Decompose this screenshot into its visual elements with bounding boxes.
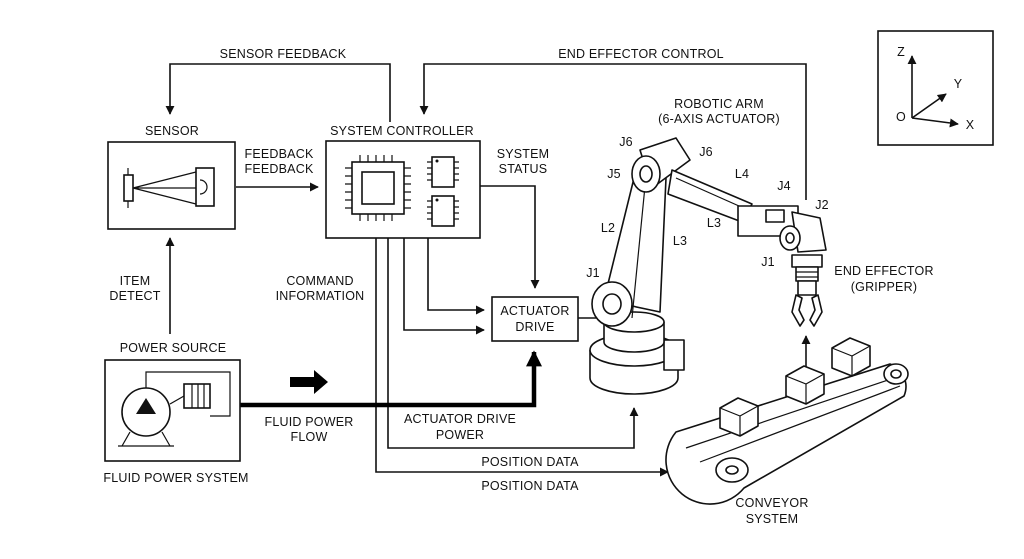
sensor-label: SENSOR bbox=[145, 124, 199, 138]
conveyor-item bbox=[831, 337, 871, 377]
axis-label-origin: O bbox=[896, 110, 906, 124]
power-source-label: POWER SOURCE bbox=[120, 341, 227, 355]
actuator-drive-label-1: ACTUATOR bbox=[500, 304, 569, 318]
conveyor-belt bbox=[665, 363, 909, 505]
system-status-label-2: STATUS bbox=[499, 162, 548, 176]
sensor-icon bbox=[123, 167, 215, 208]
fluid-power-flow-label-1: FLUID POWER bbox=[264, 415, 353, 429]
joint-label-l3: L3 bbox=[707, 216, 721, 230]
actuator-drive-box bbox=[491, 296, 579, 342]
end-effector-control-label: END EFFECTOR CONTROL bbox=[558, 47, 724, 61]
coordinate-axes-icon bbox=[907, 55, 959, 128]
fluid-power-flow-label-2: FLOW bbox=[291, 430, 328, 444]
item-detect-label-2: DETECT bbox=[109, 289, 160, 303]
end-effector-label-1: END EFFECTOR bbox=[834, 264, 933, 278]
position-data-label-1: POSITION DATA bbox=[481, 455, 579, 469]
robotic-arm bbox=[589, 137, 827, 395]
ic-chip-icon bbox=[427, 156, 459, 227]
joint-label-j4: J4 bbox=[777, 179, 791, 193]
joint-label-l4: L4 bbox=[735, 167, 749, 181]
coordinate-axes-box bbox=[877, 30, 994, 146]
system-status-line bbox=[480, 185, 540, 289]
joint-label-j1: J1 bbox=[586, 266, 600, 280]
gripper-end-effector bbox=[791, 254, 823, 327]
axis-label-x: X bbox=[966, 118, 975, 132]
fluid-pump-icon bbox=[118, 371, 231, 447]
system-status-label-1: SYSTEM bbox=[497, 147, 550, 161]
actuator-drive-power-line bbox=[387, 238, 639, 449]
position-data-label-2: POSITION DATA bbox=[481, 479, 579, 493]
axis-label-z: Z bbox=[897, 45, 905, 59]
conveyor-system-label-2: SYSTEM bbox=[746, 512, 799, 526]
feedback-label-2: FEEDBACK bbox=[245, 162, 314, 176]
microprocessor-chip-icon bbox=[345, 155, 411, 221]
command-line-2 bbox=[403, 238, 485, 335]
feedback-label-1: FEEDBACK bbox=[245, 147, 314, 161]
item-detect-label-1: ITEM bbox=[120, 274, 151, 288]
fluid-power-direction-arrow bbox=[290, 370, 328, 394]
end-effector-control-line bbox=[419, 63, 807, 200]
robotic-arm-label-1: ROBOTIC ARM bbox=[674, 97, 764, 111]
joint-label-j6: J6 bbox=[619, 135, 633, 149]
sensor-feedback-line bbox=[165, 63, 391, 122]
actuator-drive-power-label-2: POWER bbox=[436, 428, 484, 442]
joint-label-l3: L3 bbox=[673, 234, 687, 248]
position-data-line bbox=[375, 238, 669, 477]
end-effector-label-2: (GRIPPER) bbox=[851, 280, 917, 294]
actuator-drive-label-2: DRIVE bbox=[515, 320, 554, 334]
conveyor-item bbox=[785, 365, 825, 405]
command-information-label-1: COMMAND bbox=[286, 274, 353, 288]
sensor-feedback-label: SENSOR FEEDBACK bbox=[220, 47, 347, 61]
joint-label-j1: J1 bbox=[761, 255, 775, 269]
command-information-label-2: INFORMATION bbox=[276, 289, 365, 303]
conveyor-system-label-1: CONVEYOR bbox=[735, 496, 808, 510]
joint-label-j2: J2 bbox=[815, 198, 829, 212]
command-line-1 bbox=[427, 238, 485, 315]
system-controller-label: SYSTEM CONTROLLER bbox=[330, 124, 474, 138]
axis-label-y: Y bbox=[954, 77, 963, 91]
fluid-power-system-label: FLUID POWER SYSTEM bbox=[103, 471, 248, 485]
joint-label-j5: J5 bbox=[607, 167, 621, 181]
robotic-arm-label-2: (6-AXIS ACTUATOR) bbox=[658, 112, 780, 126]
conveyor-item bbox=[719, 397, 759, 437]
fluid-power-flow-line bbox=[240, 350, 542, 408]
joint-label-l2: L2 bbox=[601, 221, 615, 235]
actuator-drive-power-label-1: ACTUATOR DRIVE bbox=[404, 412, 516, 426]
joint-label-j6: J6 bbox=[699, 145, 713, 159]
